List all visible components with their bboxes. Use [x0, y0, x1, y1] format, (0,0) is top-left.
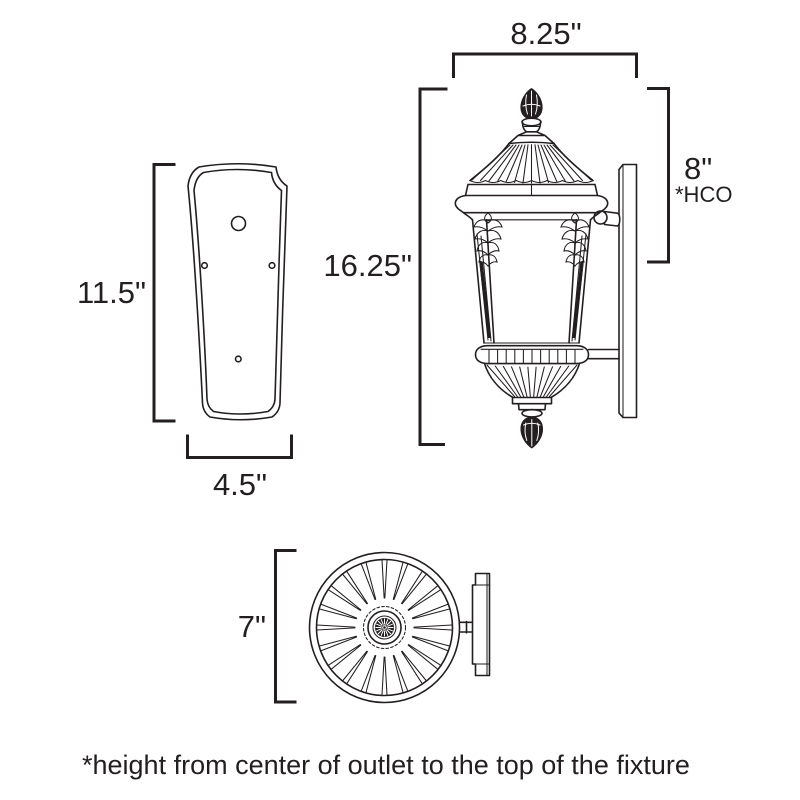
- fixture-top-view: [308, 551, 491, 704]
- top-view-wall-plate: [471, 572, 491, 677]
- dim-backplate-width: 4.5": [186, 434, 293, 502]
- backplate-hole-top: [230, 215, 247, 232]
- wall-plate-side: [618, 163, 638, 419]
- dim-label-lantern-width: 8.25": [510, 16, 581, 51]
- dim-backplate-height: 11.5": [77, 163, 176, 423]
- dim-bracket-lantern-width: [452, 52, 638, 78]
- backplate-front-view: [187, 162, 288, 421]
- dim-bracket-lantern-height: [418, 87, 448, 446]
- dim-bracket-hco: [647, 87, 670, 264]
- finial-collar-knob: [521, 117, 542, 127]
- bottom-finial-ring: [523, 422, 541, 426]
- backplate-hole-left: [200, 261, 209, 270]
- footnote: *height from center of outlet to the top…: [82, 750, 690, 780]
- dim-top-view-depth: 7": [238, 549, 297, 704]
- cup-flutes: [486, 364, 578, 399]
- top-view-scallop-ring: [362, 605, 407, 650]
- cup-left-profile: [483, 362, 514, 399]
- top-view-arm: [458, 620, 473, 634]
- dim-lantern-height: 16.25": [323, 87, 448, 446]
- top-view-hub-starburst: [375, 618, 394, 637]
- cage-rail-right: [568, 219, 592, 344]
- cage-corner-left: [462, 211, 474, 221]
- dim-label-backplate-width: 4.5": [213, 467, 267, 502]
- dim-bracket-backplate-width: [186, 434, 293, 459]
- cage-rail-left: [471, 219, 495, 344]
- cage-corner-right: [589, 211, 601, 221]
- top-view-inner-rim: [315, 558, 454, 697]
- bottom-collar-band2: [517, 402, 547, 411]
- dim-bracket-top-view-depth: [274, 549, 297, 704]
- lantern-side-view: [454, 88, 638, 449]
- bottom-collar-band1: [511, 396, 553, 405]
- top-view-outer-rim: [308, 551, 461, 704]
- dim-label-hco-height: 8": [684, 151, 712, 186]
- top-view-lamp-ring: [372, 615, 397, 640]
- torus-molding: [454, 194, 609, 214]
- bottom-collar-knob: [521, 408, 543, 418]
- top-finial-ring: [522, 103, 541, 107]
- dim-hco: 8" *HCO: [647, 87, 732, 264]
- dome-top-edge: [508, 141, 555, 145]
- dome-flutes: [471, 144, 592, 184]
- dim-label-top-view-depth: 7": [238, 609, 266, 644]
- cup-right-profile: [550, 362, 581, 399]
- backplate-inner-outline: [193, 168, 283, 415]
- dim-bracket-backplate-height: [152, 163, 176, 423]
- cap-step: [508, 131, 555, 145]
- dim-label-backplate-height: 11.5": [77, 275, 146, 310]
- top-view-socket-ring: [367, 610, 402, 645]
- dim-label-lantern-height: 16.25": [323, 248, 412, 283]
- backplate-outer-outline: [187, 162, 288, 421]
- upper-arm-cylinder: [603, 210, 621, 227]
- scallop-ring: [474, 344, 590, 365]
- dim-lantern-width: 8.25": [452, 16, 638, 78]
- backplate-hole-right: [268, 261, 276, 270]
- dim-label-hco: *HCO: [675, 182, 732, 207]
- backplate-hole-bottom: [234, 355, 242, 363]
- lower-arm: [587, 348, 620, 360]
